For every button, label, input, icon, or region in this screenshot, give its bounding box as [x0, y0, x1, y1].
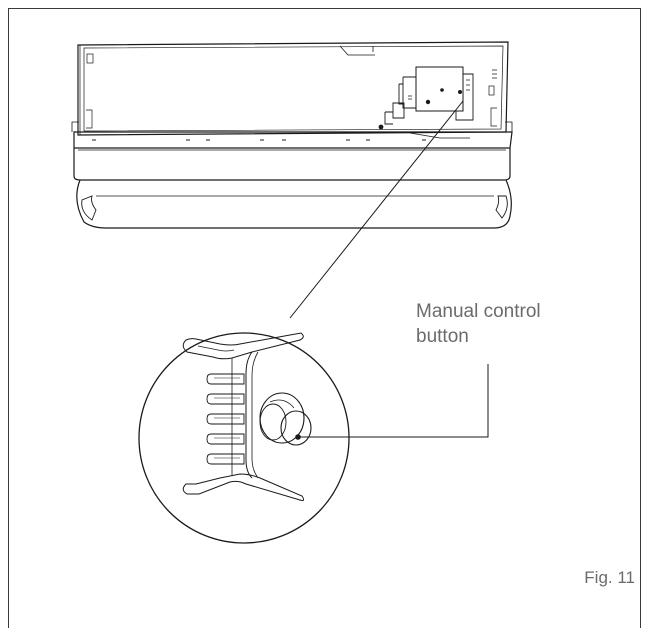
callout-label: Manual control button	[416, 301, 541, 347]
line-drawing	[71, 41, 513, 544]
detail-circle-icon	[138, 332, 350, 544]
figure-frame	[8, 8, 641, 628]
figure-page: Manual control button Fig. 11	[8, 8, 641, 628]
leader-line	[289, 100, 464, 319]
manual-control-button-icon	[259, 392, 312, 446]
control-box-icon	[378, 66, 474, 130]
callout-pointer	[295, 364, 489, 440]
ac-unit-icon	[71, 41, 513, 229]
figure-caption: Fig. 11	[584, 568, 635, 587]
